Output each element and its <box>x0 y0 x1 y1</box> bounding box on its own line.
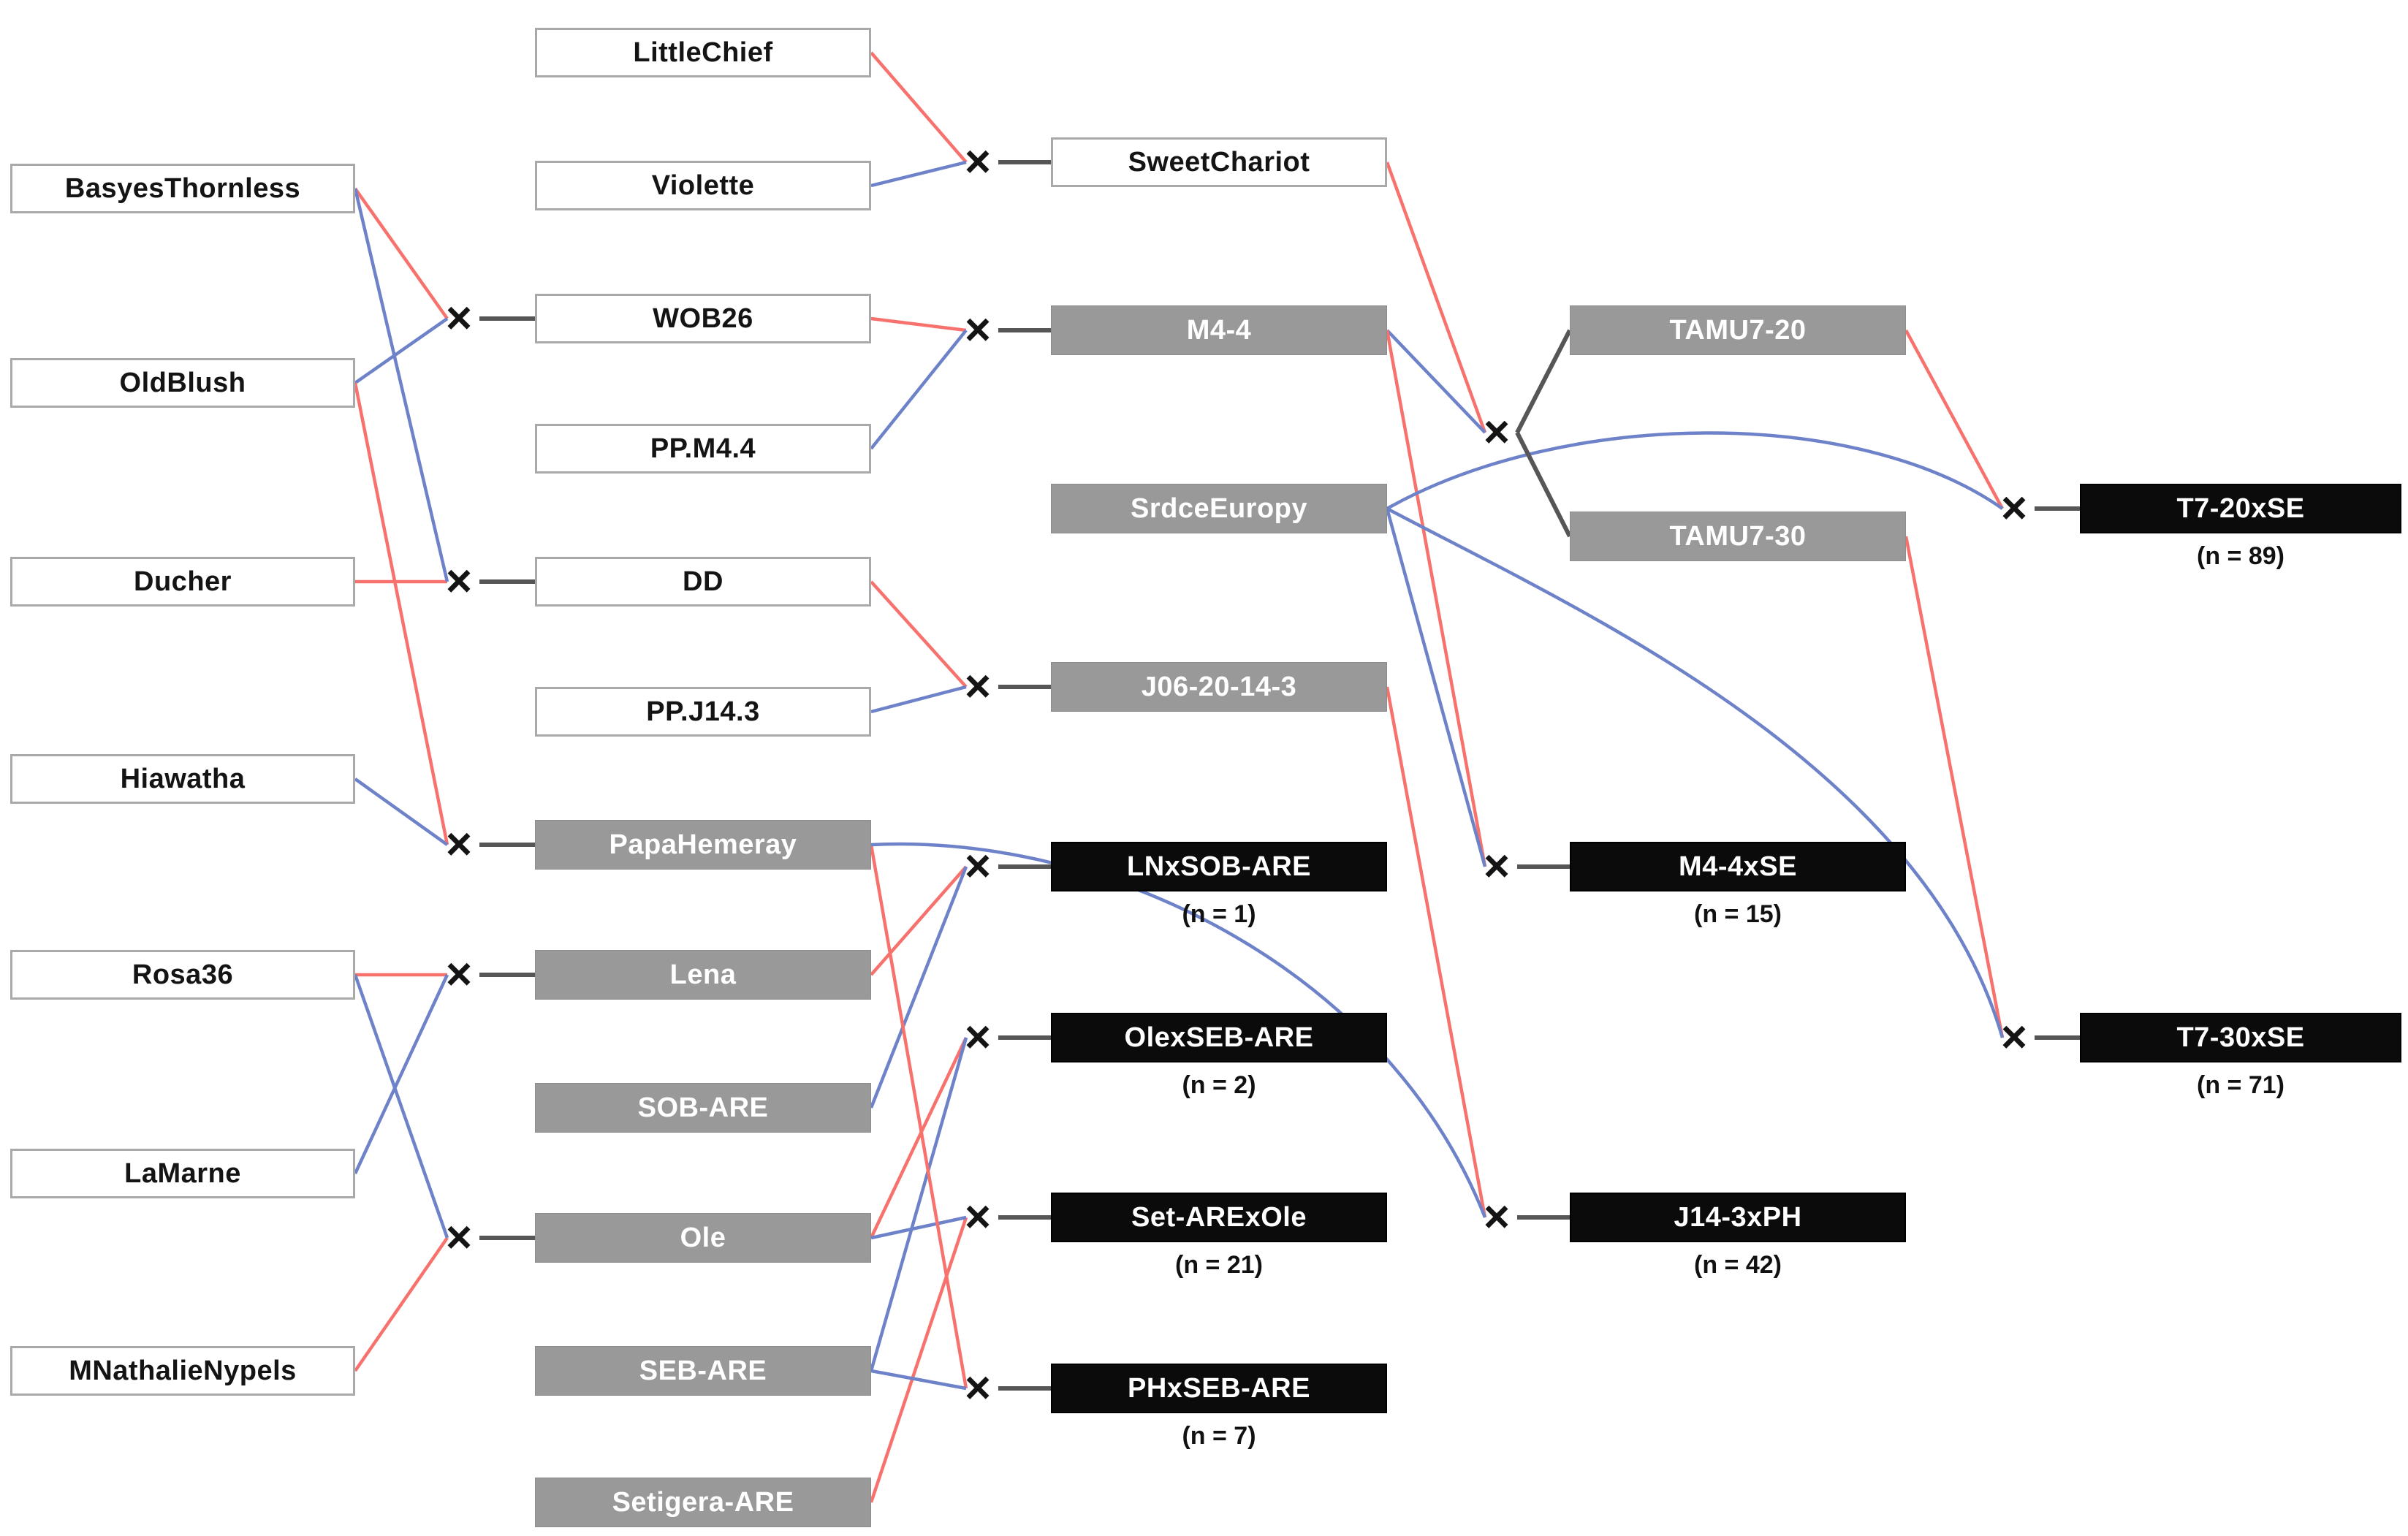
edge-blue-r36-xOle <box>353 974 449 1239</box>
node-vi: Violette <box>535 161 871 210</box>
edge-blue-ppm-xM4 <box>870 329 968 450</box>
edge-blue-bt-xDD <box>353 188 449 582</box>
edge-red-ole-xOSA <box>869 1037 968 1239</box>
edge-red-t720-xT720 <box>1904 329 2004 510</box>
edge-blue-se-xT730 <box>1386 507 2005 1038</box>
edge-blue-ppj-xJ06 <box>870 685 967 714</box>
edge-red-ph-xPSA <box>869 844 968 1389</box>
node-hi: Hiawatha <box>10 754 355 804</box>
node-m4se: M4-4xSE <box>1570 842 1906 891</box>
edge-blue-ob-xWOB <box>354 317 449 384</box>
edge-red-set-xSAO <box>869 1217 968 1503</box>
cross-xSAO: × <box>964 1192 992 1242</box>
edge-red-lc-xSC <box>870 51 968 164</box>
node-sob: SOB-ARE <box>535 1083 871 1133</box>
count-psa: (n = 7) <box>1182 1422 1256 1450</box>
count-m4se: (n = 15) <box>1694 900 1782 928</box>
edge-blue-lm-xLena <box>353 974 449 1174</box>
connector-xTAMU-t720 <box>1515 329 1572 434</box>
edge-blue-ole-xSAO <box>870 1215 967 1240</box>
node-j14: J14-3xPH <box>1570 1193 1906 1242</box>
node-dd: DD <box>535 557 871 607</box>
edge-blue-se-xT720 <box>1386 431 2004 510</box>
cross-xTAMU: × <box>1483 407 1511 457</box>
cross-xSC: × <box>964 137 992 187</box>
node-se: SrdceEuropy <box>1051 484 1387 533</box>
cross-xPSA: × <box>964 1363 992 1413</box>
edge-red-dd-xJ06 <box>870 580 968 688</box>
cross-xOSA: × <box>964 1012 992 1062</box>
node-ph: PapaHemeray <box>535 820 871 870</box>
node-psa: PHxSEB-ARE <box>1051 1364 1387 1413</box>
edge-blue-m44-xTAMU <box>1386 329 1486 434</box>
node-ln: LNxSOB-ARE <box>1051 842 1387 891</box>
edge-red-wob-xM4 <box>870 316 967 332</box>
edge-red-bt-xWOB <box>354 187 449 320</box>
node-set: Setigera-ARE <box>535 1478 871 1527</box>
node-lc: LittleChief <box>535 28 871 77</box>
node-ppm: PP.M4.4 <box>535 424 871 474</box>
node-j06: J06-20-14-3 <box>1051 662 1387 712</box>
cross-xJ06: × <box>964 661 992 712</box>
node-r36: Rosa36 <box>10 950 355 1000</box>
connector-xTAMU-t730 <box>1515 431 1572 538</box>
node-t730se: T7-30xSE <box>2080 1013 2401 1062</box>
cross-xT730: × <box>2000 1012 2028 1062</box>
count-j14: (n = 42) <box>1694 1251 1782 1279</box>
node-sc: SweetChariot <box>1051 137 1387 187</box>
edge-red-ob-xPH <box>353 382 449 845</box>
node-ob: OldBlush <box>10 358 355 408</box>
edge-blue-se-xM4SE <box>1385 508 1487 867</box>
edge-red-mnn-xOle <box>354 1236 449 1372</box>
cross-xLena: × <box>445 949 473 1000</box>
node-t720se: T7-20xSE <box>2080 484 2401 533</box>
node-mnn: MNathalieNypels <box>10 1346 355 1396</box>
count-sao: (n = 21) <box>1175 1251 1263 1279</box>
node-seb: SEB-ARE <box>535 1346 871 1396</box>
count-t730se: (n = 71) <box>2197 1071 2284 1099</box>
node-bt: BasyesThornless <box>10 164 355 213</box>
edge-blue-vi-xSC <box>870 160 967 188</box>
cross-xPH: × <box>445 819 473 870</box>
cross-xT720: × <box>2000 483 2028 533</box>
cross-xM4: × <box>964 305 992 355</box>
cross-xDD: × <box>445 556 473 607</box>
node-m44: M4-4 <box>1051 305 1387 355</box>
edge-red-m44-xM4SE <box>1385 330 1487 867</box>
edge-blue-seb-xPSA <box>870 1369 967 1391</box>
edge-red-j06-xJ14 <box>1385 686 1487 1218</box>
node-t730: TAMU7-30 <box>1570 512 1906 561</box>
node-wob: WOB26 <box>535 294 871 343</box>
count-ose: (n = 2) <box>1182 1071 1256 1099</box>
edge-blue-seb-xOSA <box>869 1037 968 1372</box>
cross-xLN: × <box>964 841 992 891</box>
node-du: Ducher <box>10 557 355 607</box>
node-sao: Set-ARExOle <box>1051 1193 1387 1242</box>
count-t720se: (n = 89) <box>2197 542 2284 570</box>
node-ppj: PP.J14.3 <box>535 687 871 737</box>
edge-blue-ph-xJ14 <box>870 842 1487 1218</box>
node-ole: Ole <box>535 1213 871 1263</box>
edge-red-t730-xT730 <box>1904 536 2005 1038</box>
cross-xJ14: × <box>1483 1192 1511 1242</box>
cross-xWOB: × <box>445 293 473 343</box>
edge-blue-sob-xLN <box>869 866 968 1109</box>
node-ose: OlexSEB-ARE <box>1051 1013 1387 1062</box>
edge-blue-hi-xPH <box>354 777 449 846</box>
edge-red-lena-xLN <box>870 865 968 976</box>
node-t720: TAMU7-20 <box>1570 305 1906 355</box>
node-lena: Lena <box>535 950 871 1000</box>
cross-xM4SE: × <box>1483 841 1511 891</box>
count-ln: (n = 1) <box>1182 900 1256 928</box>
edge-red-sc-xTAMU <box>1385 161 1487 433</box>
cross-xOle: × <box>445 1212 473 1263</box>
node-lm: LaMarne <box>10 1149 355 1198</box>
